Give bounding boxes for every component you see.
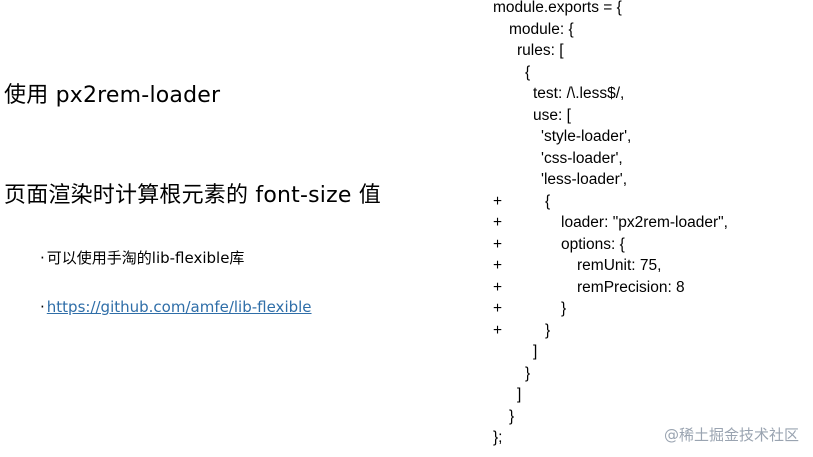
heading-px2rem-loader: 使用 px2rem-loader <box>4 83 221 108</box>
bullet-text: 可以使用手淘的lib-flexible库 <box>46 249 245 267</box>
diff-plus: + <box>493 300 503 317</box>
bullet-lib-flexible: ·可以使用手淘的lib-flexible库 <box>40 251 244 266</box>
diff-plus: + <box>493 235 503 253</box>
bullet-link: ·https://github.com/amfe/lib-flexible <box>40 300 312 315</box>
lib-flexible-link[interactable]: https://github.com/amfe/lib-flexible <box>46 298 312 316</box>
bullet-dot: · <box>40 249 45 267</box>
diff-plus: + <box>493 214 503 231</box>
diff-plus: + <box>493 257 503 274</box>
diff-plus: + <box>493 321 503 339</box>
watermark: @稀土掘金技术社区 <box>663 426 799 444</box>
diff-plus: + <box>493 278 503 296</box>
heading-root-font-size: 页面渲染时计算根元素的 font-size 值 <box>4 183 381 208</box>
bullet-dot: · <box>40 298 45 316</box>
diff-plus: + <box>493 192 503 210</box>
